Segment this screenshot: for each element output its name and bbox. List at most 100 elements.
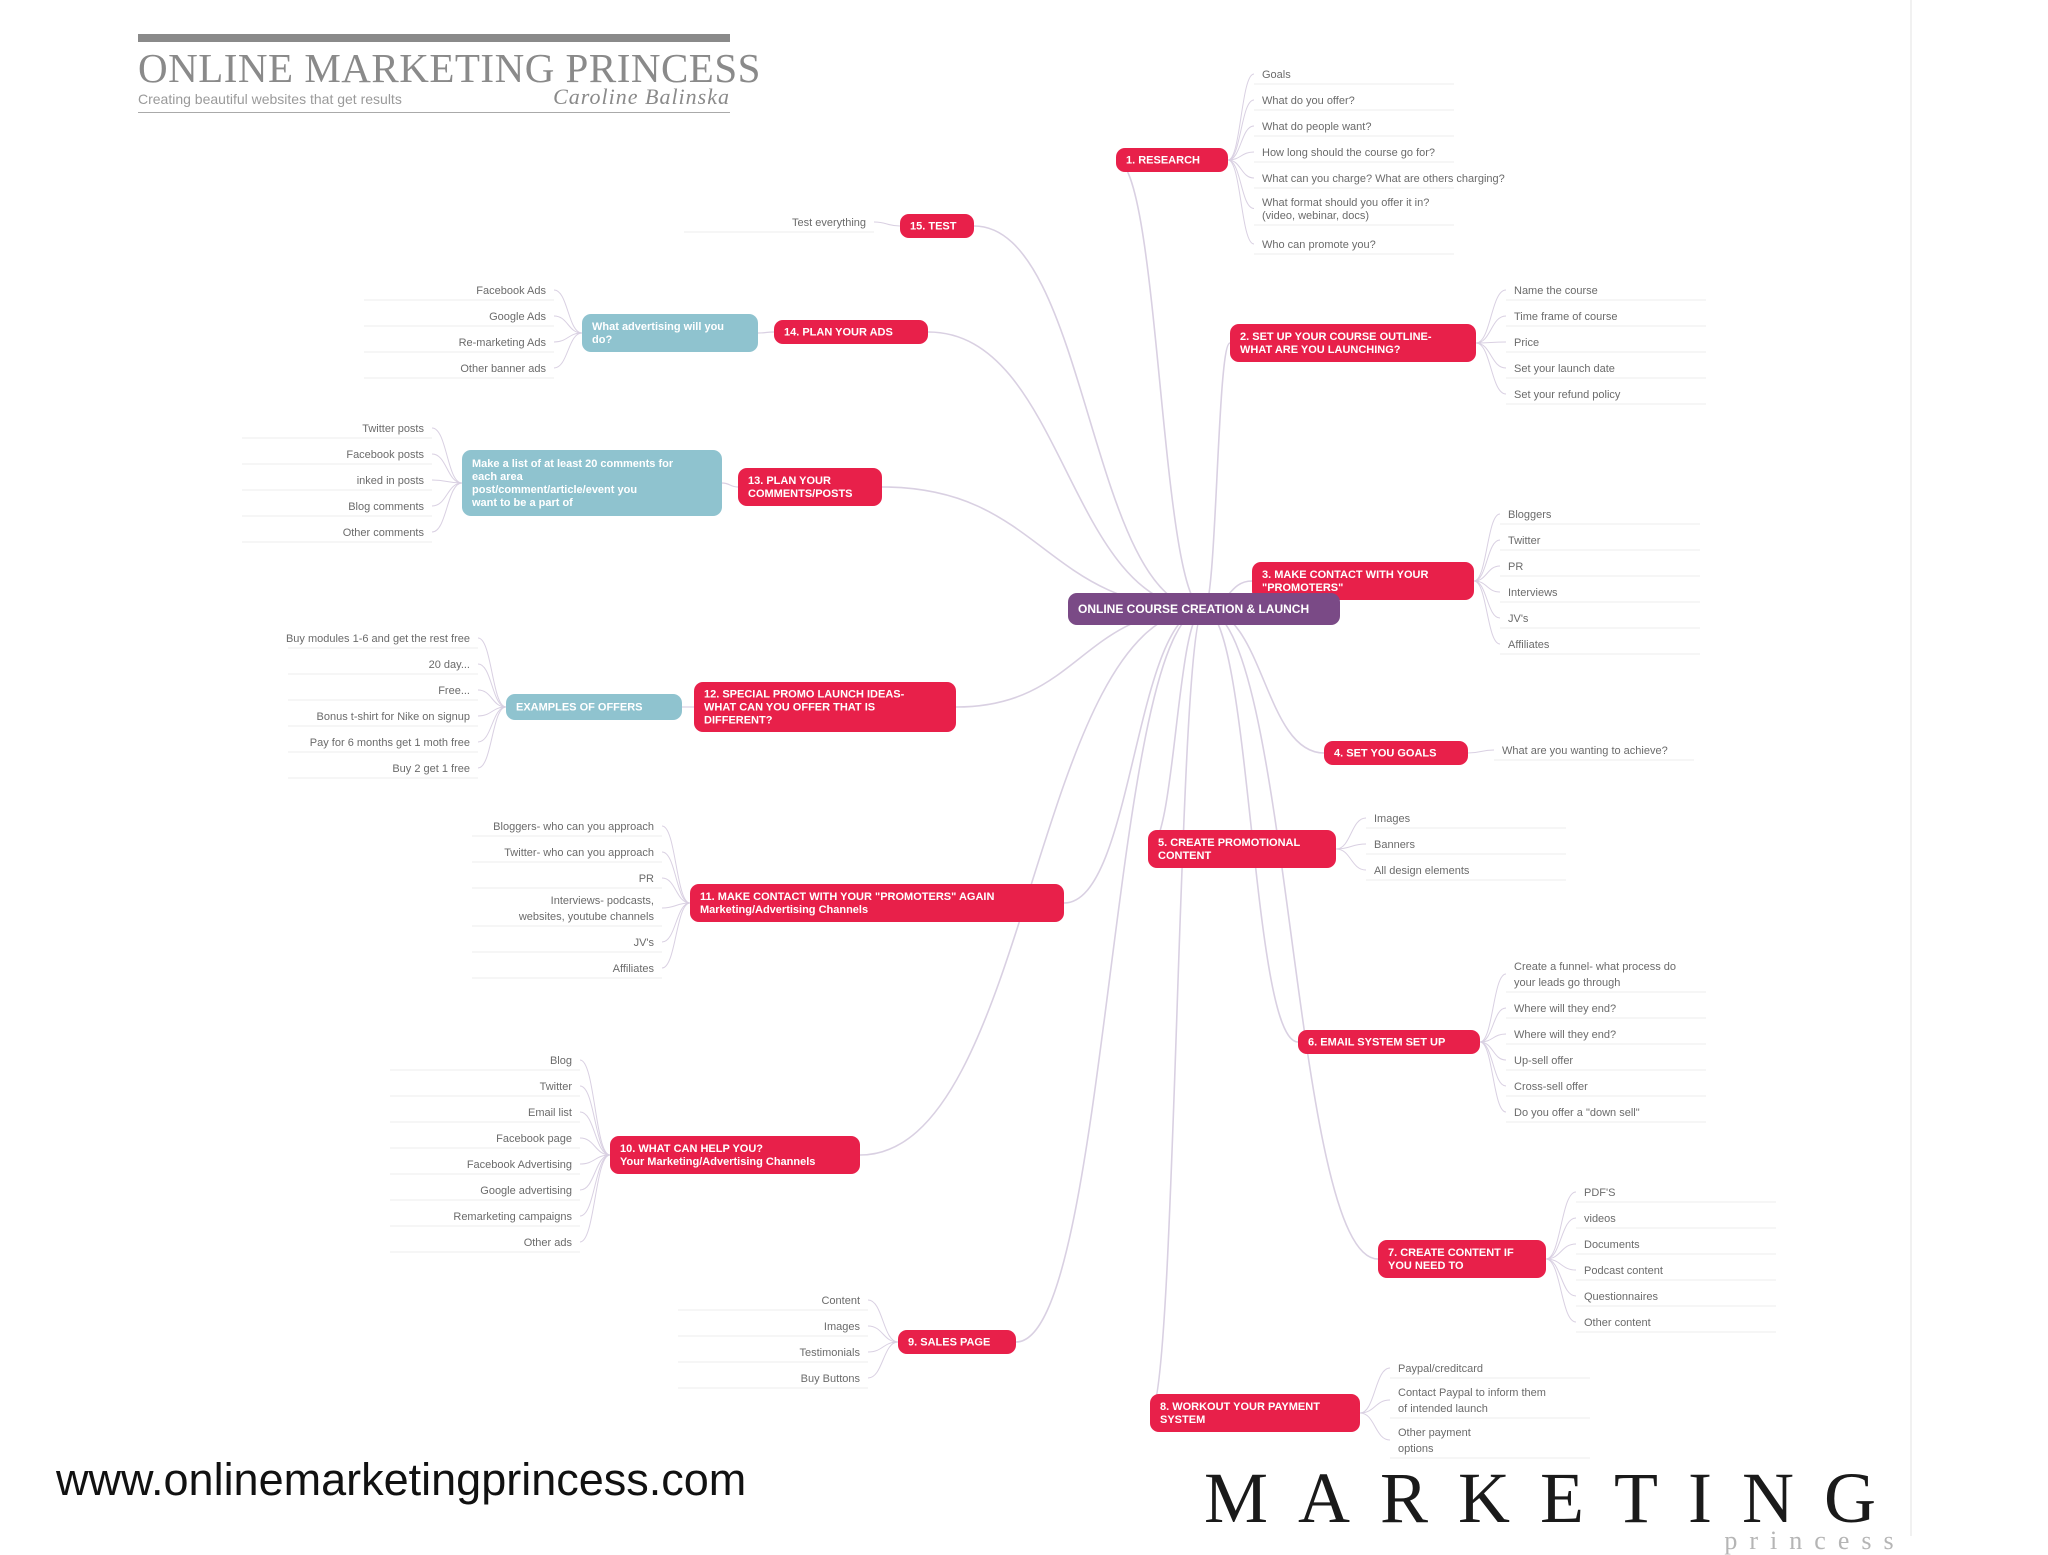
leaf-14-4: Other banner ads bbox=[460, 363, 546, 375]
leaf-1-1: Goals bbox=[1262, 69, 1291, 81]
leaf-1-5: What can you charge? What are others cha… bbox=[1262, 173, 1505, 185]
leaf-7-4: Podcast content bbox=[1584, 1265, 1663, 1277]
leaf-11-6: Affiliates bbox=[613, 963, 655, 975]
leaf-9-2: Images bbox=[824, 1321, 861, 1333]
leaf-2-1: Name the course bbox=[1514, 285, 1598, 297]
leaf-11-4: Interviews- podcasts, bbox=[551, 895, 654, 907]
leaf-8-1: Paypal/creditcard bbox=[1398, 1363, 1483, 1375]
branch-13-shape bbox=[738, 468, 882, 506]
branch-10-label: Your Marketing/Advertising Channels bbox=[620, 1156, 815, 1168]
branch-6-shape bbox=[1298, 1030, 1480, 1054]
edge-leaf-5-3 bbox=[1335, 848, 1367, 871]
branch-7-label: 7. CREATE CONTENT IF bbox=[1388, 1247, 1514, 1259]
branch-11-shape bbox=[690, 884, 1064, 922]
subtopic-14-label: What advertising will you bbox=[592, 321, 724, 333]
branch-1-shape bbox=[1116, 148, 1228, 172]
leaf-9-1: Content bbox=[821, 1295, 860, 1307]
edge-leaf-7-6 bbox=[1545, 1258, 1577, 1323]
edge-center-branch-9 bbox=[1015, 608, 1205, 1343]
branch-12-shape bbox=[694, 682, 956, 732]
leaf-10-7: Remarketing campaigns bbox=[453, 1211, 572, 1223]
leaf-13-2: Facebook posts bbox=[346, 449, 424, 461]
branch-13-label: COMMENTS/POSTS bbox=[748, 488, 853, 500]
edge-leaf-12-3 bbox=[477, 689, 507, 708]
leaf-13-5: Other comments bbox=[343, 527, 425, 539]
edge-center-branch-8 bbox=[1149, 608, 1205, 1414]
leaf-12-1: Buy modules 1-6 and get the rest free bbox=[286, 633, 470, 645]
leaf-11-3: PR bbox=[639, 873, 654, 885]
leaf-14-1: Facebook Ads bbox=[476, 285, 546, 297]
center-node: ONLINE COURSE CREATION & LAUNCH bbox=[1068, 593, 1340, 625]
branch-9-label: 9. SALES PAGE bbox=[908, 1337, 990, 1349]
edge-center-branch-14 bbox=[927, 331, 1205, 610]
edge-leaf-12-2 bbox=[477, 663, 507, 708]
edge-leaf-3-6 bbox=[1473, 580, 1501, 645]
edge-leaf-9-4 bbox=[867, 1341, 899, 1379]
subtopic-14-shape bbox=[582, 314, 758, 352]
subtopic-12-shape bbox=[506, 694, 682, 720]
leaf-3-6: Affiliates bbox=[1508, 639, 1550, 651]
leaf-11-4: websites, youtube channels bbox=[518, 911, 655, 923]
brand-tagline: Creating beautiful websites that get res… bbox=[138, 91, 402, 107]
branch-4-label: 4. SET YOU GOALS bbox=[1334, 748, 1437, 760]
leaf-1-3: What do people want? bbox=[1262, 121, 1371, 133]
leaf-1-6: What format should you offer it in? bbox=[1262, 197, 1429, 209]
edge-leaf-6-3 bbox=[1479, 1033, 1507, 1043]
leaf-3-1: Bloggers bbox=[1508, 509, 1552, 521]
branch-8-label: SYSTEM bbox=[1160, 1414, 1205, 1426]
branch-2-label: 2. SET UP YOUR COURSE OUTLINE- bbox=[1240, 331, 1432, 343]
edge-leaf-10-8 bbox=[579, 1154, 611, 1243]
leaf-1-2: What do you offer? bbox=[1262, 95, 1355, 107]
edge-leaf-10-1 bbox=[579, 1059, 611, 1156]
branch-1-label: 1. RESEARCH bbox=[1126, 155, 1200, 167]
subtopic-13-label: each area bbox=[472, 471, 524, 483]
edge-leaf-10-3 bbox=[579, 1111, 611, 1156]
website-url: www.onlinemarketingprincess.com bbox=[56, 1454, 747, 1505]
branch-8-label: 8. WORKOUT YOUR PAYMENT bbox=[1160, 1401, 1320, 1413]
branch-14-label: 14. PLAN YOUR ADS bbox=[784, 327, 893, 339]
leaf-11-2: Twitter- who can you approach bbox=[504, 847, 654, 859]
brand-underline bbox=[138, 112, 730, 113]
branch-15-shape bbox=[900, 214, 974, 238]
edge-leaf-3-3 bbox=[1473, 565, 1501, 582]
branch-3-shape bbox=[1252, 562, 1474, 600]
leaf-11-1: Bloggers- who can you approach bbox=[493, 821, 654, 833]
branch-14: 14. PLAN YOUR ADS What advertising will y… bbox=[364, 285, 928, 379]
subtopic-13-label: Make a list of at least 20 comments for bbox=[472, 458, 674, 470]
branch-10-shape bbox=[610, 1136, 860, 1174]
leaf-6-2: Where will they end? bbox=[1514, 1003, 1616, 1015]
branch-3-label: "PROMOTERS" bbox=[1262, 582, 1343, 594]
subtopic-13-label: want to be a part of bbox=[471, 497, 573, 509]
branch-13-label: 13. PLAN YOUR bbox=[748, 475, 831, 487]
branch-11-label: 11. MAKE CONTACT WITH YOUR "PROMOTERS" A… bbox=[700, 891, 994, 903]
edge-center-branch-10 bbox=[859, 608, 1205, 1156]
edge-leaf-12-6 bbox=[477, 706, 507, 769]
branch-7-shape bbox=[1378, 1240, 1546, 1278]
leaf-2-3: Price bbox=[1514, 337, 1539, 349]
branch-11: 11. MAKE CONTACT WITH YOUR "PROMOTERS" A… bbox=[472, 821, 1064, 979]
branch-4: 4. SET YOU GOALS What are you wanting to … bbox=[1324, 741, 1694, 765]
edge-leaf-1-1 bbox=[1227, 73, 1255, 161]
edge-leaf-7-1 bbox=[1545, 1191, 1577, 1260]
marketing-logo: MARKETING princess bbox=[1110, 1462, 2000, 1554]
leaf-13-3: inked in posts bbox=[357, 475, 425, 487]
edge-center-branch-6 bbox=[1203, 608, 1299, 1043]
branch-2-label: WHAT ARE YOU LAUNCHING? bbox=[1240, 344, 1401, 356]
leaf-12-3: Free... bbox=[438, 685, 470, 697]
leaf-12-6: Buy 2 get 1 free bbox=[392, 763, 470, 775]
branch-10-label: 10. WHAT CAN HELP YOU? bbox=[620, 1143, 763, 1155]
leaf-7-2: videos bbox=[1584, 1213, 1616, 1225]
brand-signature: Caroline Balinska bbox=[553, 84, 730, 109]
leaf-4-1: What are you wanting to achieve? bbox=[1502, 745, 1668, 757]
brand-bar bbox=[138, 34, 730, 42]
leaf-5-3: All design elements bbox=[1374, 865, 1470, 877]
leaf-7-6: Other content bbox=[1584, 1317, 1651, 1329]
leaf-1-6: (video, webinar, docs) bbox=[1262, 210, 1369, 222]
leaf-3-2: Twitter bbox=[1508, 535, 1541, 547]
leaf-10-1: Blog bbox=[550, 1055, 572, 1067]
edge-center-branch-15 bbox=[973, 225, 1205, 610]
branch-9: 9. SALES PAGEContentImagesTestimonialsBu… bbox=[678, 1295, 1016, 1389]
edge-leaf-2-1 bbox=[1475, 289, 1507, 344]
